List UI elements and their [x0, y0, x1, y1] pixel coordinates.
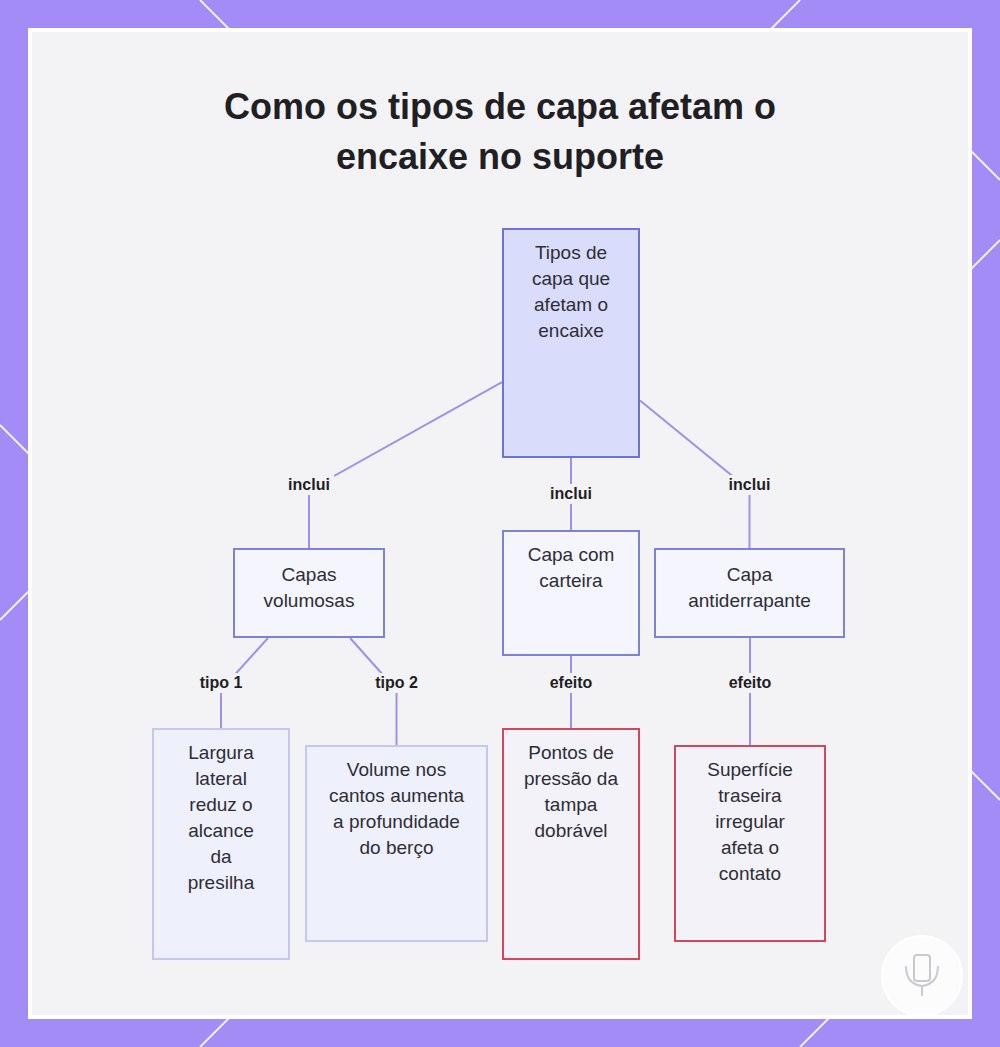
diagram-title: Como os tipos de capa afetam o encaixe n… [170, 82, 830, 182]
edge-label: tipo 2 [371, 673, 422, 693]
detail-box: Volume nos cantos aumenta a profundidade… [305, 745, 488, 942]
root-box: Tipos de capa que afetam o encaixe [502, 228, 640, 458]
logo-stem [921, 986, 923, 996]
node-label: Pontos de pressão da tampa dobrável [520, 740, 622, 844]
logo-circle [882, 936, 962, 1016]
corner-line [970, 240, 1000, 270]
connector [309, 382, 502, 548]
edge-label: inclui [725, 475, 775, 495]
edge-label: tipo 1 [196, 673, 247, 693]
category-box: Capas volumosas [233, 548, 385, 638]
logo-phone [914, 955, 930, 981]
corner-line [800, 1017, 830, 1047]
panel [30, 30, 970, 1017]
category-box: Capa com carteira [502, 530, 640, 656]
node-label: Capas volumosas [245, 562, 373, 614]
node-label: Capa antiderrapante [666, 562, 833, 614]
node-label: Capa com carteira [514, 542, 628, 594]
corner-line [0, 590, 30, 620]
node-label: Largura lateral reduz o alcance da presi… [176, 740, 266, 896]
node-label: Volume nos cantos aumenta a profundidade… [321, 757, 472, 861]
corner-line [770, 0, 800, 30]
edge-label: efeito [546, 673, 597, 693]
edge-label: inclui [546, 484, 596, 504]
effect-box: Pontos de pressão da tampa dobrável [502, 728, 640, 960]
corner-line [200, 1017, 230, 1047]
corner-line [200, 0, 230, 30]
node-label: Superfície traseira irregular afeta o co… [694, 757, 806, 887]
corner-line [0, 425, 30, 455]
edge-label: efeito [725, 673, 776, 693]
effect-box: Superfície traseira irregular afeta o co… [674, 745, 826, 942]
corner-line [970, 150, 1000, 180]
corner-line [970, 770, 1000, 800]
category-box: Capa antiderrapante [654, 548, 845, 638]
detail-box: Largura lateral reduz o alcance da presi… [152, 728, 290, 960]
edge-label: inclui [284, 475, 334, 495]
node-label: Tipos de capa que afetam o encaixe [524, 240, 618, 344]
logo-badge [882, 936, 962, 1016]
logo-holder [906, 966, 938, 986]
